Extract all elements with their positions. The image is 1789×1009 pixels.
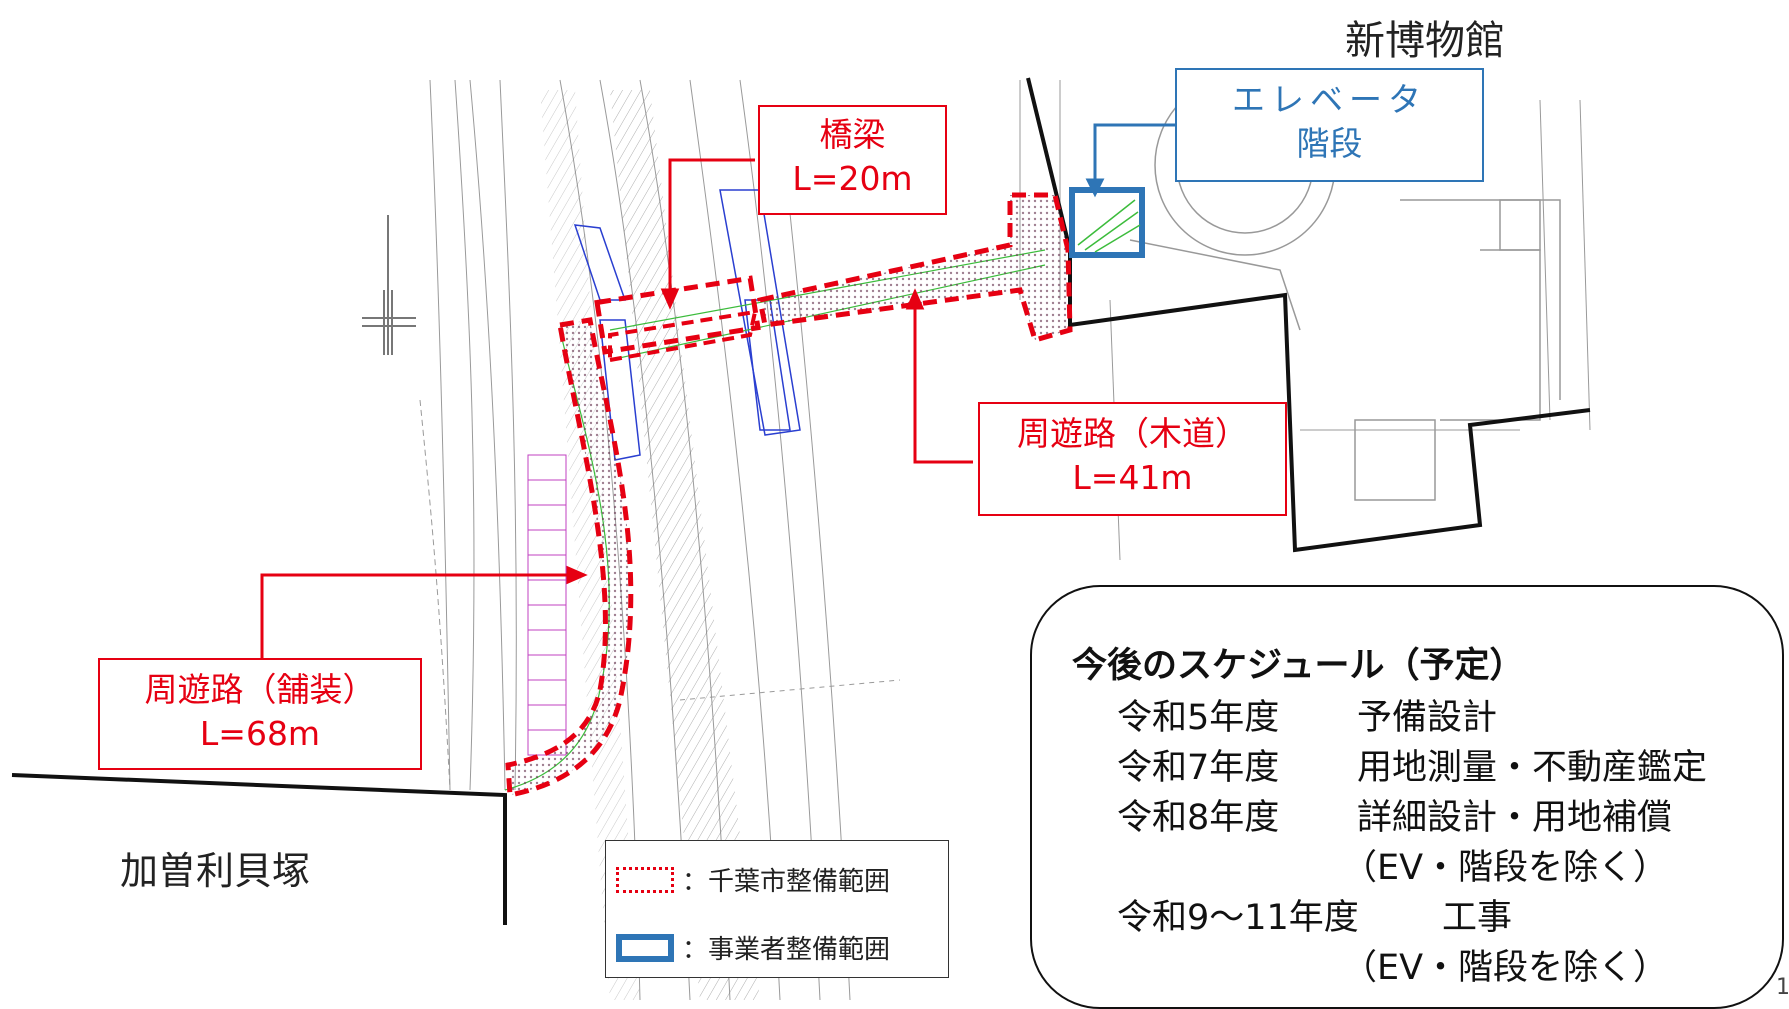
kasori-shell-mound-label: 加曽利貝塚 <box>120 849 311 893</box>
legend-swatch-city <box>616 866 674 893</box>
elevator-stairs-callout: エレベータ 階段 <box>1175 68 1484 182</box>
elevator-leader-line <box>1085 123 1175 198</box>
schedule-year-1: 令和7年度 <box>1117 748 1280 788</box>
legend-label-operator: ：事業者整備範囲 <box>682 935 891 965</box>
paved-callout-title: 周遊路（舗装） <box>144 670 376 709</box>
schedule-task-0: 予備設計 <box>1357 698 1498 738</box>
legend-row-city: ：千葉市整備範囲 <box>616 861 890 898</box>
schedule-task-4: 工事 <box>1442 898 1513 938</box>
schedule-panel: 今後のスケジュール（予定） 令和5年度 予備設計 令和7年度 用地測量・不動産鑑… <box>1030 585 1784 1009</box>
operator-scope-area <box>1069 187 1145 258</box>
schedule-task-5: （EV・階段を除く） <box>1342 948 1669 988</box>
bridge-callout-title: 橋梁 <box>819 115 886 154</box>
elevator-callout-line2: 階段 <box>1296 124 1363 163</box>
legend-label-city: ：千葉市整備範囲 <box>682 867 891 897</box>
paved-callout-length: L=68m <box>199 714 321 753</box>
rail-track-hatching <box>540 90 760 1000</box>
schedule-task-3: （EV・階段を除く） <box>1342 848 1669 888</box>
new-museum-label: 新博物館 <box>1345 18 1505 64</box>
elevator-callout-line1: エレベータ <box>1232 80 1427 119</box>
map-legend: ：千葉市整備範囲 ：事業者整備範囲 <box>605 840 949 978</box>
legend-row-operator: ：事業者整備範囲 <box>616 929 890 966</box>
north-arrow-icon <box>362 215 416 355</box>
bridge-callout-length: L=20m <box>792 159 913 198</box>
boardwalk-callout: 周遊路（木道） L=41m <box>978 402 1287 516</box>
page-number: 1 <box>1776 975 1789 1000</box>
schedule-year-0: 令和5年度 <box>1117 698 1280 738</box>
parking-stalls <box>527 454 567 756</box>
schedule-year-2: 令和8年度 <box>1117 798 1280 838</box>
schedule-task-1: 用地測量・不動産鑑定 <box>1357 748 1708 788</box>
callout-leader-lines <box>260 158 973 658</box>
paved-path-callout: 周遊路（舗装） L=68m <box>98 658 422 770</box>
legend-swatch-operator <box>616 933 674 962</box>
schedule-task-2: 詳細設計・用地補償 <box>1357 798 1673 838</box>
boardwalk-callout-title: 周遊路（木道） <box>1017 414 1248 453</box>
schedule-year-4: 令和9～11年度 <box>1117 898 1359 938</box>
bridge-callout: 橋梁 L=20m <box>758 105 947 215</box>
boardwalk-callout-length: L=41m <box>1072 458 1193 497</box>
schedule-title: 今後のスケジュール（予定） <box>1072 646 1525 686</box>
